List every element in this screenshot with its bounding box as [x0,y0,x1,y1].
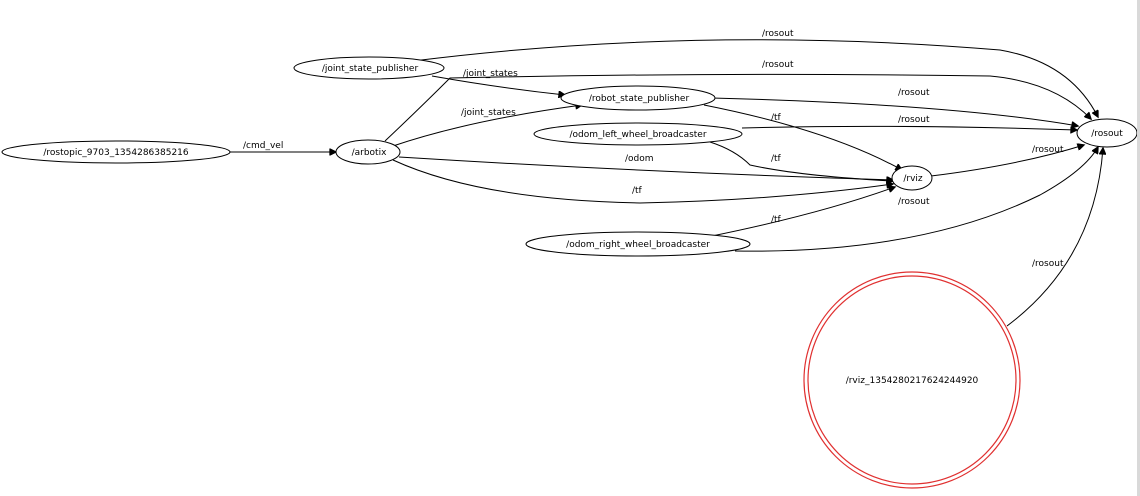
edge-joint-states-jsp-rsp[interactable]: /joint_states [431,69,565,95]
edge-tf-arbotix[interactable]: /tf [392,159,893,204]
edge-label-rosout-rsp: /rosout [898,88,930,98]
node-rviz-1354280217624244920[interactable]: /rviz_1354280217624244920 [803,271,1021,489]
edge-label-joint-states-bottom: /joint_states [461,108,516,118]
node-odom-left-wheel-broadcaster[interactable]: /odom_left_wheel_broadcaster [533,122,743,146]
window-right-border [1137,0,1140,496]
node-arbotix[interactable]: /arbotix [335,139,401,165]
edge-label-rosout-rviz: /rosout [1032,145,1064,155]
edge-label-rosout-1: /rosout [762,29,794,39]
edge-label-cmd-vel: /cmd_vel [243,141,283,151]
edge-rosout-rsp[interactable]: /rosout [711,88,1078,126]
edge-rosout-jsp[interactable]: /rosout [412,29,1098,117]
edge-label-rosout-rviz-node: /rosout [1032,259,1064,269]
node-label-odom-left-wheel-broadcaster: /odom_left_wheel_broadcaster [569,130,706,140]
edge-odom[interactable]: /odom [398,154,893,180]
edge-tf-left-wheel[interactable]: /tf [709,141,893,181]
edge-rosout-arbotix[interactable]: /rosout [384,60,1091,142]
edge-label-joint-states-top: /joint_states [463,69,518,79]
node-odom-right-wheel-broadcaster[interactable]: /odom_right_wheel_broadcaster [525,231,751,257]
node-label-odom-right-wheel-broadcaster: /odom_right_wheel_broadcaster [566,240,710,250]
edge-label-tf-arbotix: /tf [632,186,643,196]
edge-rosout-rviz-node[interactable]: /rosout [1006,148,1103,327]
edge-joint-states-arbotix-rsp[interactable]: /joint_states [392,105,582,147]
edge-label-tf-left-wheel: /tf [771,154,782,164]
node-label-arbotix: /arbotix [352,148,387,158]
node-label-rviz: /rviz [903,174,923,184]
edge-label-tf-right-wheel: /tf [771,215,782,225]
edge-rosout-rviz[interactable]: /rosout [930,145,1084,177]
node-label-robot-state-publisher: /robot_state_publisher [589,94,690,104]
edge-label-tf-rsp: /tf [771,113,782,123]
edge-cmd-vel[interactable]: /cmd_vel [229,141,336,152]
edge-label-odom: /odom [625,154,654,164]
node-rosout[interactable]: /rosout [1076,118,1138,148]
node-rostopic[interactable]: /rostopic_9703_1354286385216 [1,140,231,164]
node-label-rviz-1354280217624244920: /rviz_1354280217624244920 [846,376,979,386]
edge-label-rosout-right-wheel: /rosout [898,197,930,207]
node-robot-state-publisher[interactable]: /robot_state_publisher [560,85,716,111]
edge-label-rosout-left-wheel: /rosout [898,115,930,125]
edge-tf-rsp[interactable]: /tf [703,104,902,170]
edge-rosout-left-wheel[interactable]: /rosout [741,115,1077,130]
node-label-joint-state-publisher: /joint_state_publisher [322,64,419,74]
node-label-rostopic: /rostopic_9703_1354286385216 [43,148,189,158]
node-joint-state-publisher[interactable]: /joint_state_publisher [293,56,445,80]
edge-rosout-right-wheel[interactable]: /rosout [734,147,1098,252]
node-label-rosout: /rosout [1091,129,1123,139]
edge-tf-right-wheel[interactable]: /tf [711,187,895,237]
edge-label-rosout-2: /rosout [762,60,794,70]
node-rviz[interactable]: /rviz [891,165,933,191]
